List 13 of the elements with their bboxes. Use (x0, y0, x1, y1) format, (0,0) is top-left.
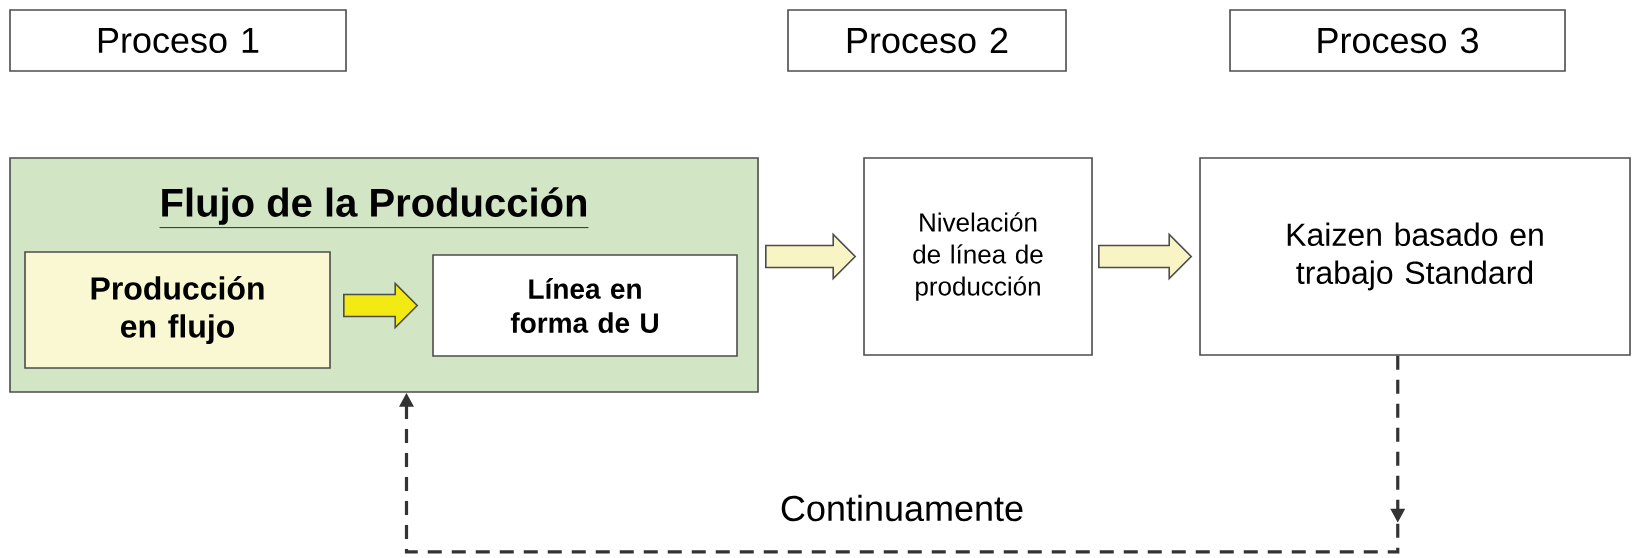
edge-label: Continuamente (775, 490, 1029, 526)
dashed-arrow (399, 355, 1406, 554)
block-arrow (343, 281, 419, 330)
process-box: Producción en flujo (24, 251, 331, 369)
process-box: Línea en forma de U (432, 254, 738, 357)
heading: Flujo de la Producción (159, 187, 589, 228)
block-arrow (765, 232, 857, 281)
process-label-box: Proceso 3 (1229, 9, 1566, 72)
process-label-box: Proceso 2 (787, 9, 1067, 72)
process-label-box: Proceso 1 (9, 9, 347, 72)
block-arrow (1098, 232, 1193, 281)
process-box: Kaizen basado en trabajo Standard (1199, 157, 1631, 356)
process-box: Nivelación de línea de producción (863, 157, 1093, 356)
